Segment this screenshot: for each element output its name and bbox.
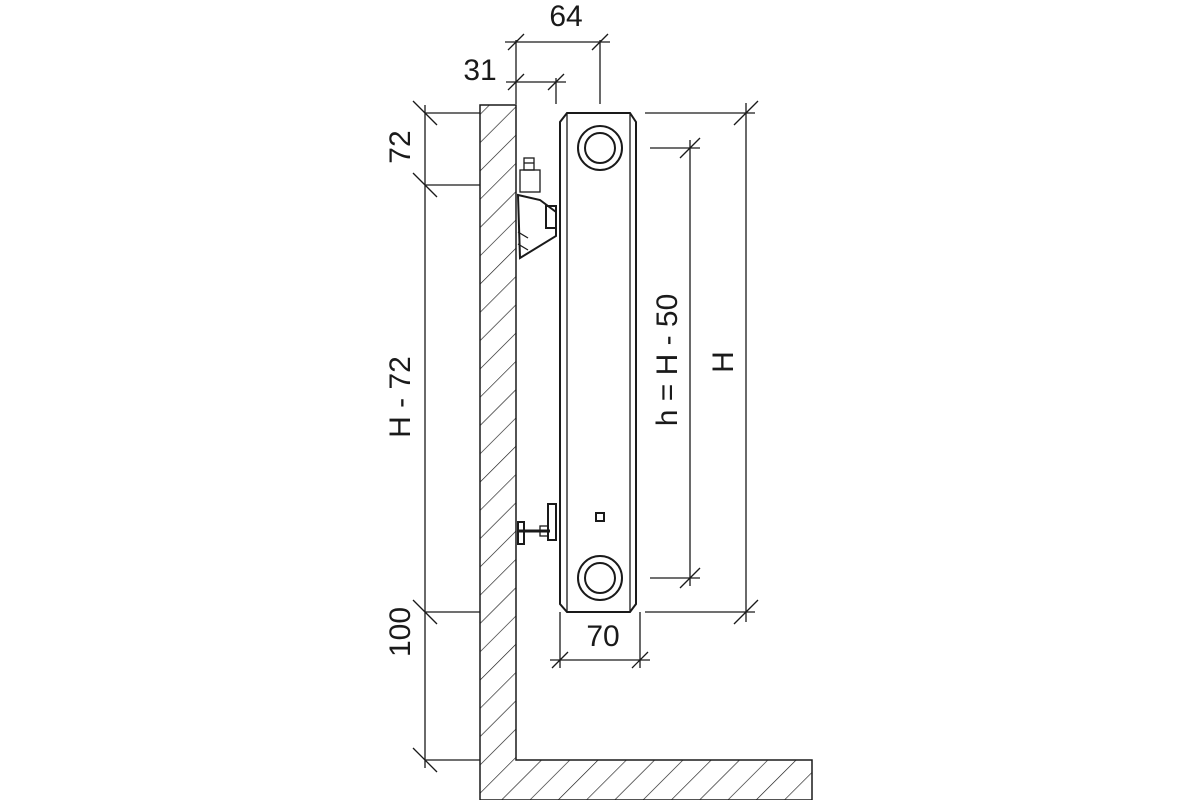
dimension-h-label: H	[707, 351, 740, 373]
top-wall-bracket	[516, 157, 557, 260]
bottom-pipe-connection	[577, 555, 623, 601]
dimension-overall-height: H	[645, 100, 759, 625]
dimension-72-label: 72	[384, 130, 417, 163]
bottom-wall-bracket	[517, 503, 557, 545]
dimension-depth-total: 64	[505, 0, 610, 104]
wall-and-floor	[479, 104, 813, 800]
dimension-70-label: 70	[586, 620, 619, 653]
dimension-pipe-spacing: h = H - 50	[650, 137, 701, 589]
dimension-100-label: 100	[384, 607, 417, 657]
dimension-left-chain: 72 H - 72 100	[384, 100, 480, 773]
radiator-body	[559, 112, 637, 613]
dimension-pipe-spacing-label: h = H - 50	[651, 294, 684, 427]
dimension-bottom-depth: 70	[550, 612, 650, 669]
top-pipe-connection	[577, 125, 623, 171]
dimension-64-label: 64	[549, 0, 582, 33]
dimension-h-minus-72-label: H - 72	[384, 356, 417, 438]
dimension-31-label: 31	[463, 54, 496, 87]
vent-plug	[595, 512, 605, 522]
dimension-wall-gap: 31	[463, 54, 566, 104]
